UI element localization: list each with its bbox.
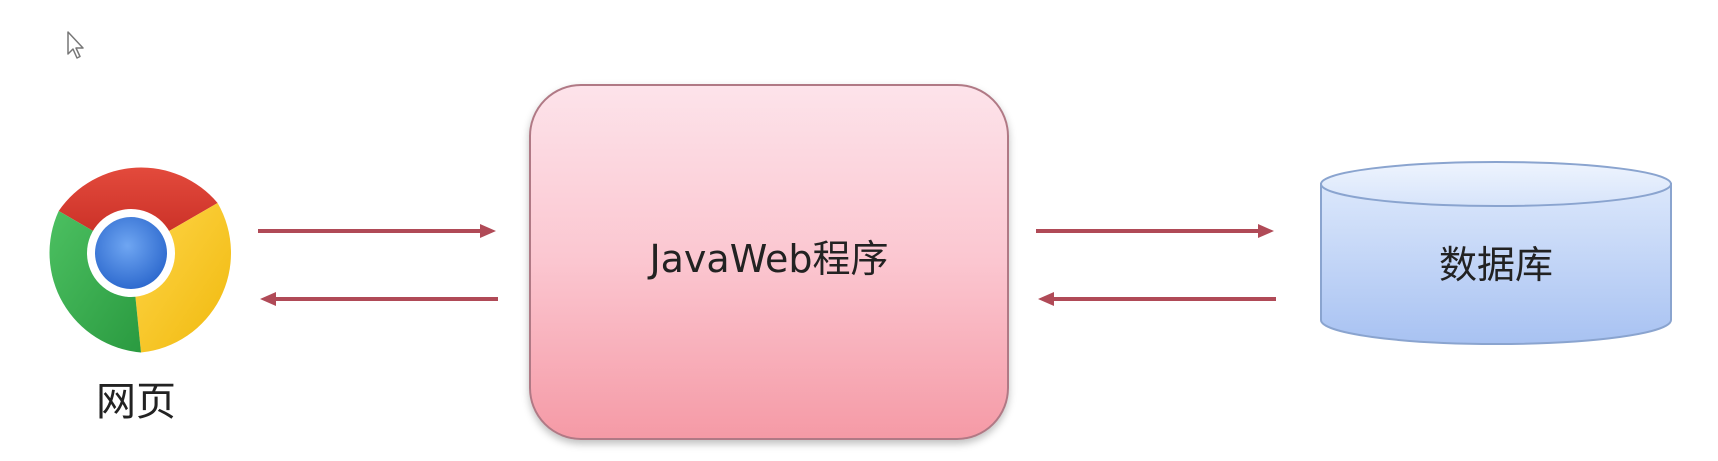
chrome-browser-icon bbox=[49, 167, 231, 353]
arrow-browser-to-program bbox=[258, 224, 496, 238]
arrow-program-to-browser bbox=[260, 292, 498, 306]
arrow-database-to-program bbox=[1038, 292, 1276, 306]
browser-label: 网页 bbox=[96, 379, 176, 425]
database-cylinder-icon bbox=[1320, 161, 1672, 345]
program-label: JavaWeb程序 bbox=[649, 237, 889, 281]
database-label: 数据库 bbox=[1438, 243, 1553, 287]
arrow-program-to-database bbox=[1036, 224, 1274, 238]
mouse-cursor-icon bbox=[67, 31, 84, 59]
javaweb-program-box: JavaWeb程序 bbox=[529, 84, 1009, 440]
